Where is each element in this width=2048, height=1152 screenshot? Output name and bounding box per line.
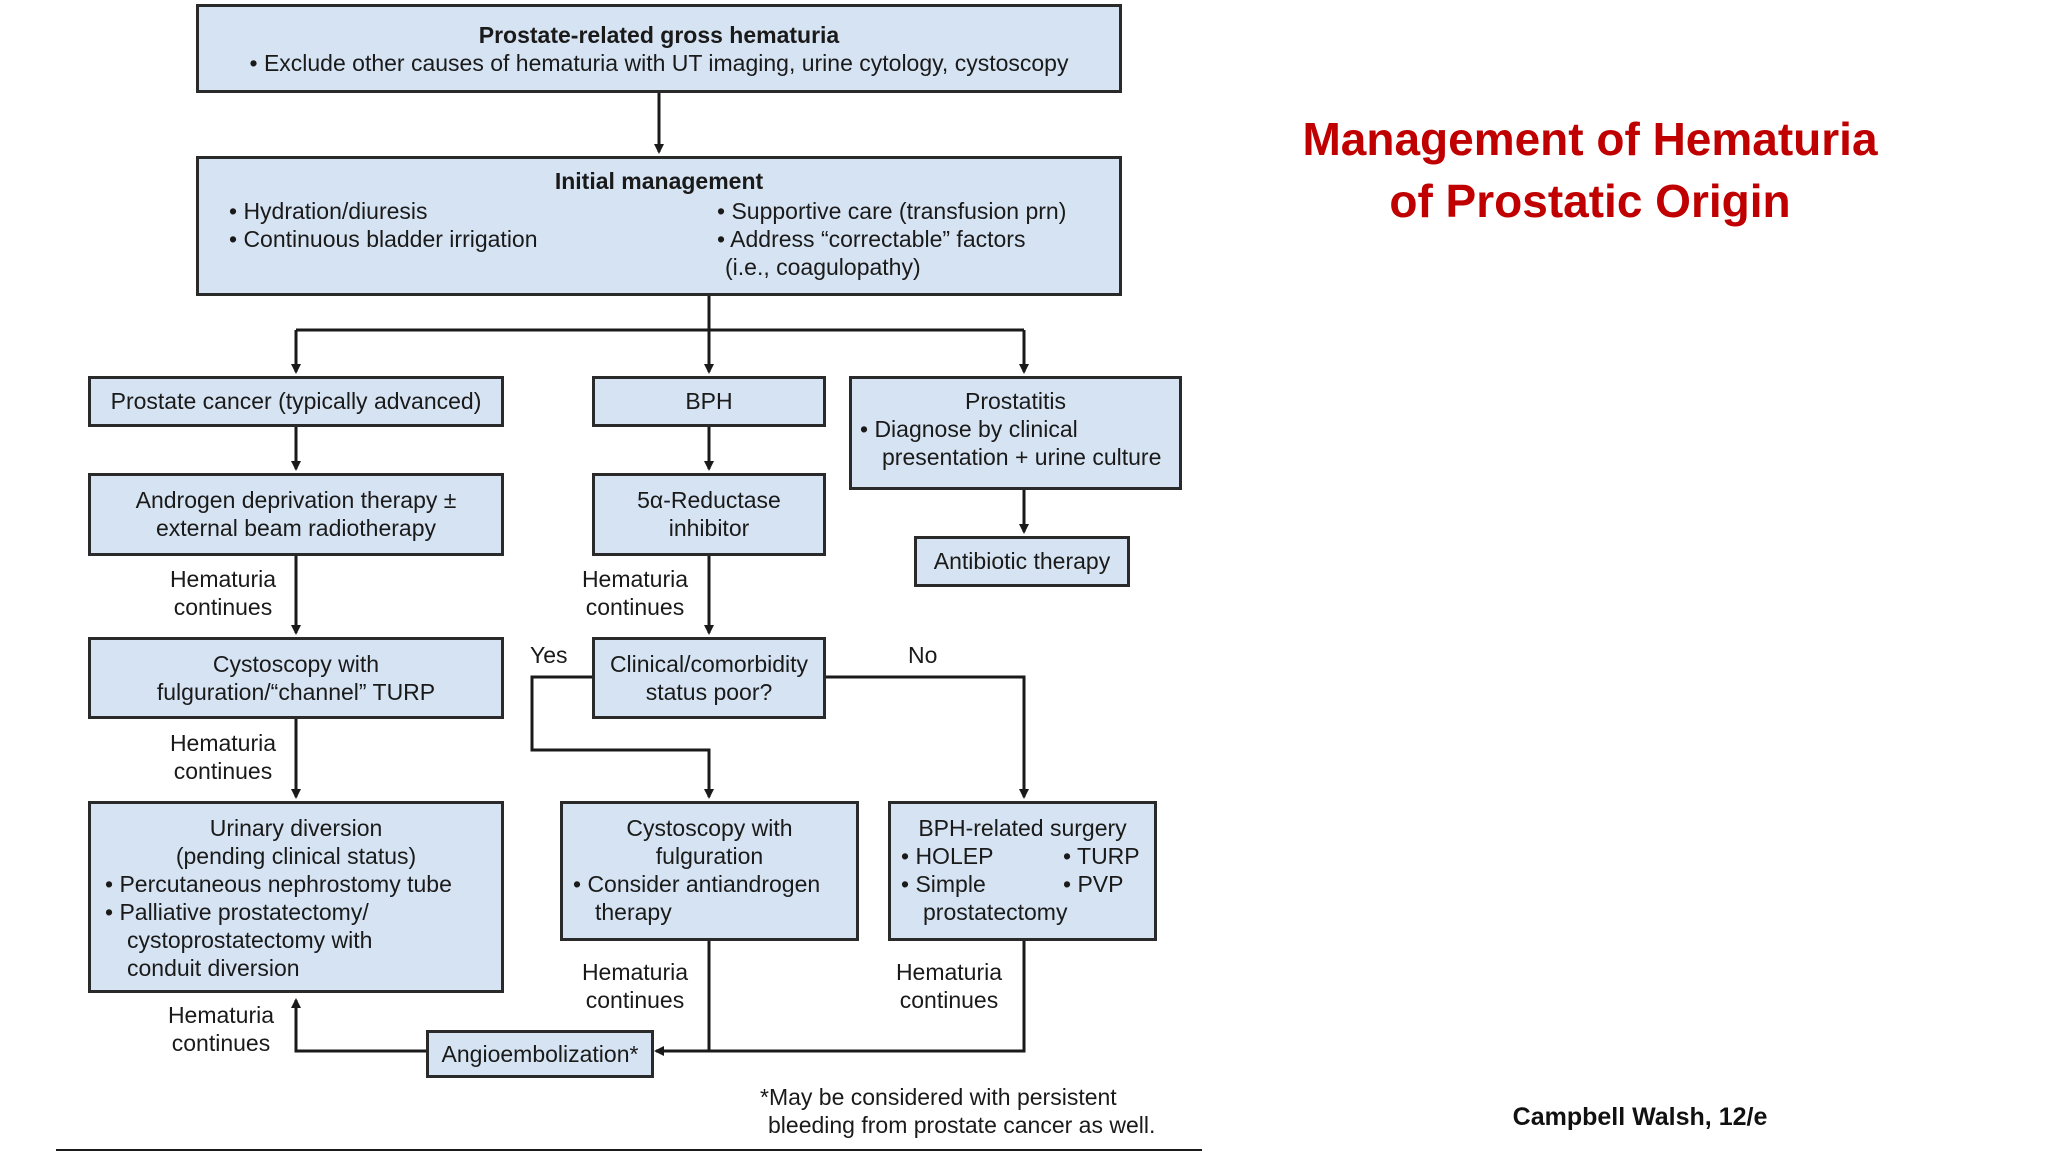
bph-surgery-pvp: • PVP	[1063, 871, 1124, 897]
no-label: No	[908, 642, 938, 668]
prostate-cancer-label: Prostate cancer (typically advanced)	[110, 388, 482, 414]
slide-title: Management of Hematuria of Prostatic Ori…	[1240, 108, 1940, 232]
adt-box: Androgen deprivation therapy ± external …	[88, 473, 504, 556]
adt-line-1: Androgen deprivation therapy ±	[135, 487, 457, 513]
hematuria-label: Hematuria continues	[167, 1002, 275, 1056]
bph-surgery-title: BPH-related surgery	[918, 815, 1127, 841]
prostatitis-box: Prostatitis • Diagnose by clinical prese…	[849, 376, 1182, 490]
cysto-fulg-bullet-1: • Consider antiandrogen	[573, 871, 821, 897]
initial-title: Initial management	[554, 168, 764, 194]
angioembolization-box: Angioembolization*	[426, 1030, 654, 1078]
initial-left-1: • Hydration/diuresis	[229, 198, 428, 224]
diversion-bullet-3: cystoprostatectomy with	[127, 927, 373, 953]
reductase-line-2: inhibitor	[668, 515, 750, 541]
top-box: Prostate-related gross hematuria • Exclu…	[196, 4, 1122, 93]
prostatitis-bullet-2: presentation + urine culture	[882, 444, 1162, 470]
prostatitis-title: Prostatitis	[965, 388, 1066, 414]
hematuria-label: Hematuria continues	[169, 730, 277, 784]
arrow-angio-to-diversion	[291, 998, 426, 1053]
prostate-cancer-box: Prostate cancer (typically advanced)	[88, 376, 504, 427]
initial-right-3: (i.e., coagulopathy)	[725, 254, 921, 280]
diversion-bullet-2: • Palliative prostatectomy/	[105, 899, 369, 925]
antibiotic-label: Antibiotic therapy	[933, 548, 1111, 574]
footnote: *May be considered with persistent bleed…	[760, 1083, 1155, 1139]
cysto-turp-line-1: Cystoscopy with	[212, 651, 380, 677]
initial-right-2: • Address “correctable” factors	[717, 226, 1026, 252]
source-credit: Campbell Walsh, 12/e	[1512, 1103, 1768, 1131]
diversion-bullet-1: • Percutaneous nephrostomy tube	[105, 871, 452, 897]
angio-label: Angioembolization*	[441, 1041, 639, 1067]
adt-line-2: external beam radiotherapy	[156, 515, 436, 541]
clinical-line-2: status poor?	[645, 679, 773, 705]
cystoscopy-fulguration-box: Cystoscopy with fulguration • Consider a…	[560, 801, 859, 941]
bph-box: BPH	[592, 376, 826, 427]
cystoscopy-turp-box: Cystoscopy with fulguration/“channel” TU…	[88, 637, 504, 719]
bph-label: BPH	[685, 388, 733, 414]
arrow-yes	[530, 675, 714, 799]
reductase-line-1: 5α-Reductase	[637, 487, 781, 513]
cysto-fulg-bullet-2: therapy	[595, 899, 672, 925]
bph-surgery-prostatectomy: prostatectomy	[923, 899, 1068, 925]
footnote-line-1: *May be considered with persistent	[760, 1084, 1117, 1110]
hematuria-label: Hematuria continues	[581, 959, 689, 1013]
hematuria-label: Hematuria continues	[169, 566, 277, 620]
footnote-line-2: bleeding from prostate cancer as well.	[768, 1112, 1156, 1138]
cysto-fulg-line-1: Cystoscopy with	[626, 815, 793, 841]
bph-surgery-box: BPH-related surgery • HOLEP • TURP • Sim…	[888, 801, 1157, 941]
initial-left-2: • Continuous bladder irrigation	[229, 226, 538, 252]
reductase-box: 5α-Reductase inhibitor	[592, 473, 826, 556]
diversion-bullet-4: conduit diversion	[127, 955, 300, 981]
clinical-status-box: Clinical/comorbidity status poor?	[592, 637, 826, 719]
top-box-title: Prostate-related gross hematuria	[478, 22, 840, 48]
bph-surgery-holep: • HOLEP	[901, 843, 994, 869]
cysto-turp-line-2: fulguration/“channel” TURP	[156, 679, 436, 705]
initial-management-box: Initial management • Hydration/diuresis …	[196, 156, 1122, 296]
yes-label: Yes	[530, 642, 568, 668]
slide-title-line-1: Management of Hematuria	[1302, 113, 1878, 165]
diversion-line-1: Urinary diversion	[209, 815, 383, 841]
bph-surgery-simple: • Simple	[901, 871, 986, 897]
slide-title-line-2: of Prostatic Origin	[1389, 175, 1791, 227]
bph-surgery-turp: • TURP	[1063, 843, 1140, 869]
prostatitis-bullet-1: • Diagnose by clinical	[860, 416, 1078, 442]
antibiotic-box: Antibiotic therapy	[914, 536, 1130, 587]
urinary-diversion-box: Urinary diversion (pending clinical stat…	[88, 801, 504, 993]
hematuria-label: Hematuria continues	[581, 566, 689, 620]
initial-right-1: • Supportive care (transfusion prn)	[717, 198, 1067, 224]
hematuria-label: Hematuria continues	[895, 959, 1003, 1013]
diversion-line-2: (pending clinical status)	[175, 843, 417, 869]
cysto-fulg-line-2: fulguration	[655, 843, 764, 869]
clinical-line-1: Clinical/comorbidity	[609, 651, 809, 677]
top-box-bullet: • Exclude other causes of hematuria with…	[249, 50, 1069, 76]
arrow-no	[826, 675, 1029, 799]
